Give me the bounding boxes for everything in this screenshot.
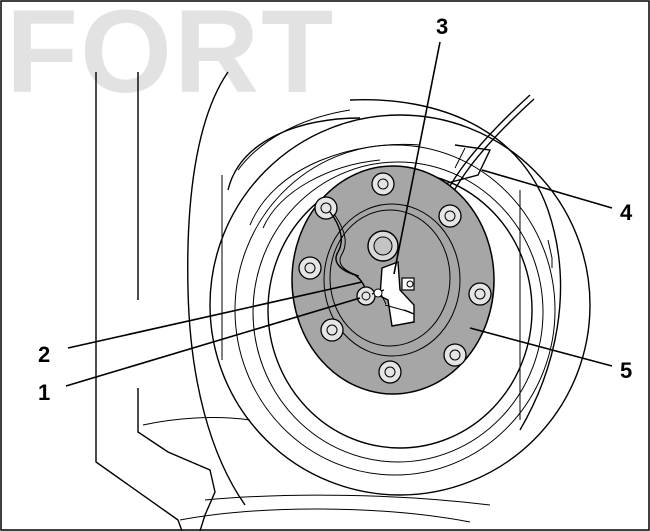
bolt-lower-right bbox=[443, 343, 467, 367]
bolt-upper-right bbox=[438, 204, 462, 228]
sensor-bracket bbox=[379, 261, 415, 327]
watermark-text: FORT bbox=[6, 0, 335, 118]
bolt-upper-left bbox=[314, 196, 338, 220]
leader-4 bbox=[481, 169, 613, 209]
callout-2: 2 bbox=[38, 342, 50, 367]
leader-3 bbox=[393, 41, 441, 275]
bolt-lower-left bbox=[320, 318, 344, 342]
flange-bolts bbox=[298, 172, 492, 384]
leader-lines bbox=[65, 41, 613, 387]
leader-1 bbox=[65, 297, 361, 387]
pipe bbox=[439, 144, 492, 186]
callout-4: 4 bbox=[620, 200, 633, 225]
earth-terminal-nut bbox=[356, 286, 385, 306]
leader-5 bbox=[469, 327, 613, 367]
bolt-bottom bbox=[378, 360, 402, 384]
center-boss bbox=[367, 230, 399, 262]
callout-1: 1 bbox=[38, 380, 50, 405]
bolt-left bbox=[298, 256, 322, 280]
callout-3: 3 bbox=[436, 14, 448, 39]
ground-wire bbox=[329, 211, 367, 294]
leader-2 bbox=[67, 281, 363, 349]
housing-outline bbox=[187, 71, 562, 506]
bolt-right bbox=[468, 282, 492, 306]
callout-5: 5 bbox=[620, 358, 632, 383]
mounting-frame bbox=[95, 72, 491, 531]
bolt-top bbox=[371, 172, 395, 196]
